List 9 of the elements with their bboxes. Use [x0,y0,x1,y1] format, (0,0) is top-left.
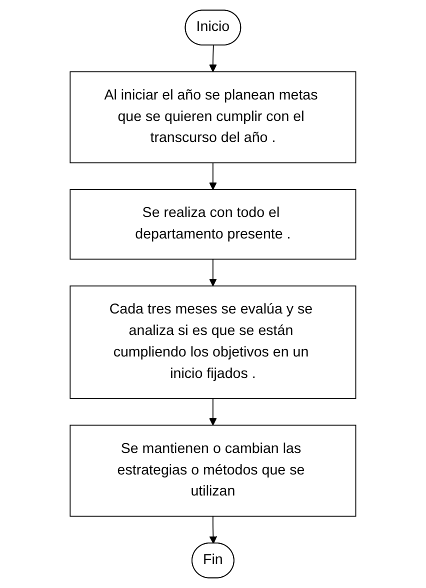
arrow [209,44,217,72]
node-box: Se realiza con todo el departamento presente . [70,189,356,260]
arrow [209,162,217,190]
node-box: Al iniciar el año se planean metas que se quieren cumplir con el transcurso del año . [70,71,356,164]
arrow [209,516,218,544]
node-box: Se mantienen o cambian las estrategias o métodos que se utilizan [70,424,356,517]
node-box: Cada tres meses se evalúa y se analiza si es que se están cumpliendo los objetivos en un inicio fijados . [70,286,356,399]
arrow [209,258,217,286]
arrow [209,398,217,426]
